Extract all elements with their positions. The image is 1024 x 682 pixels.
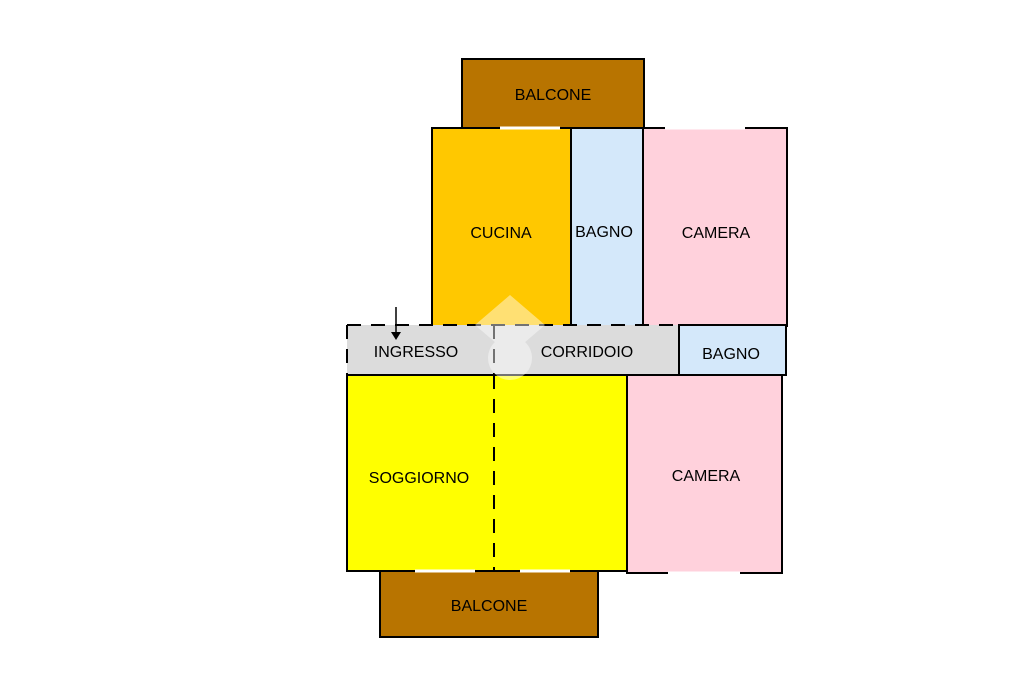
entrance-arrow-icon: [391, 307, 401, 340]
balcone-top-room: [461, 58, 645, 129]
camera-top-room: [642, 127, 788, 327]
cucina-room: [431, 127, 572, 327]
camera-bottom-label: CAMERA: [672, 468, 741, 485]
bagno-top-label: BAGNO: [575, 224, 633, 241]
balcone-bottom-room: [379, 570, 599, 638]
camera-top-label: CAMERA: [682, 225, 751, 242]
soggiorno-room: [346, 374, 628, 572]
camera-bottom-room: [626, 374, 783, 574]
bagno-right-label: BAGNO: [702, 346, 760, 363]
cucina-label: CUCINA: [470, 225, 532, 242]
watermark-logo-icon: [475, 295, 545, 380]
bagno-top-room: [570, 127, 644, 327]
balcone-bottom-label: BALCONE: [451, 598, 527, 615]
corridoio-label: CORRIDOIO: [541, 344, 633, 361]
corridoio-room: [347, 325, 679, 375]
balcone-top-label: BALCONE: [515, 87, 591, 104]
ingresso-label: INGRESSO: [374, 344, 458, 361]
soggiorno-label: SOGGIORNO: [369, 470, 469, 487]
